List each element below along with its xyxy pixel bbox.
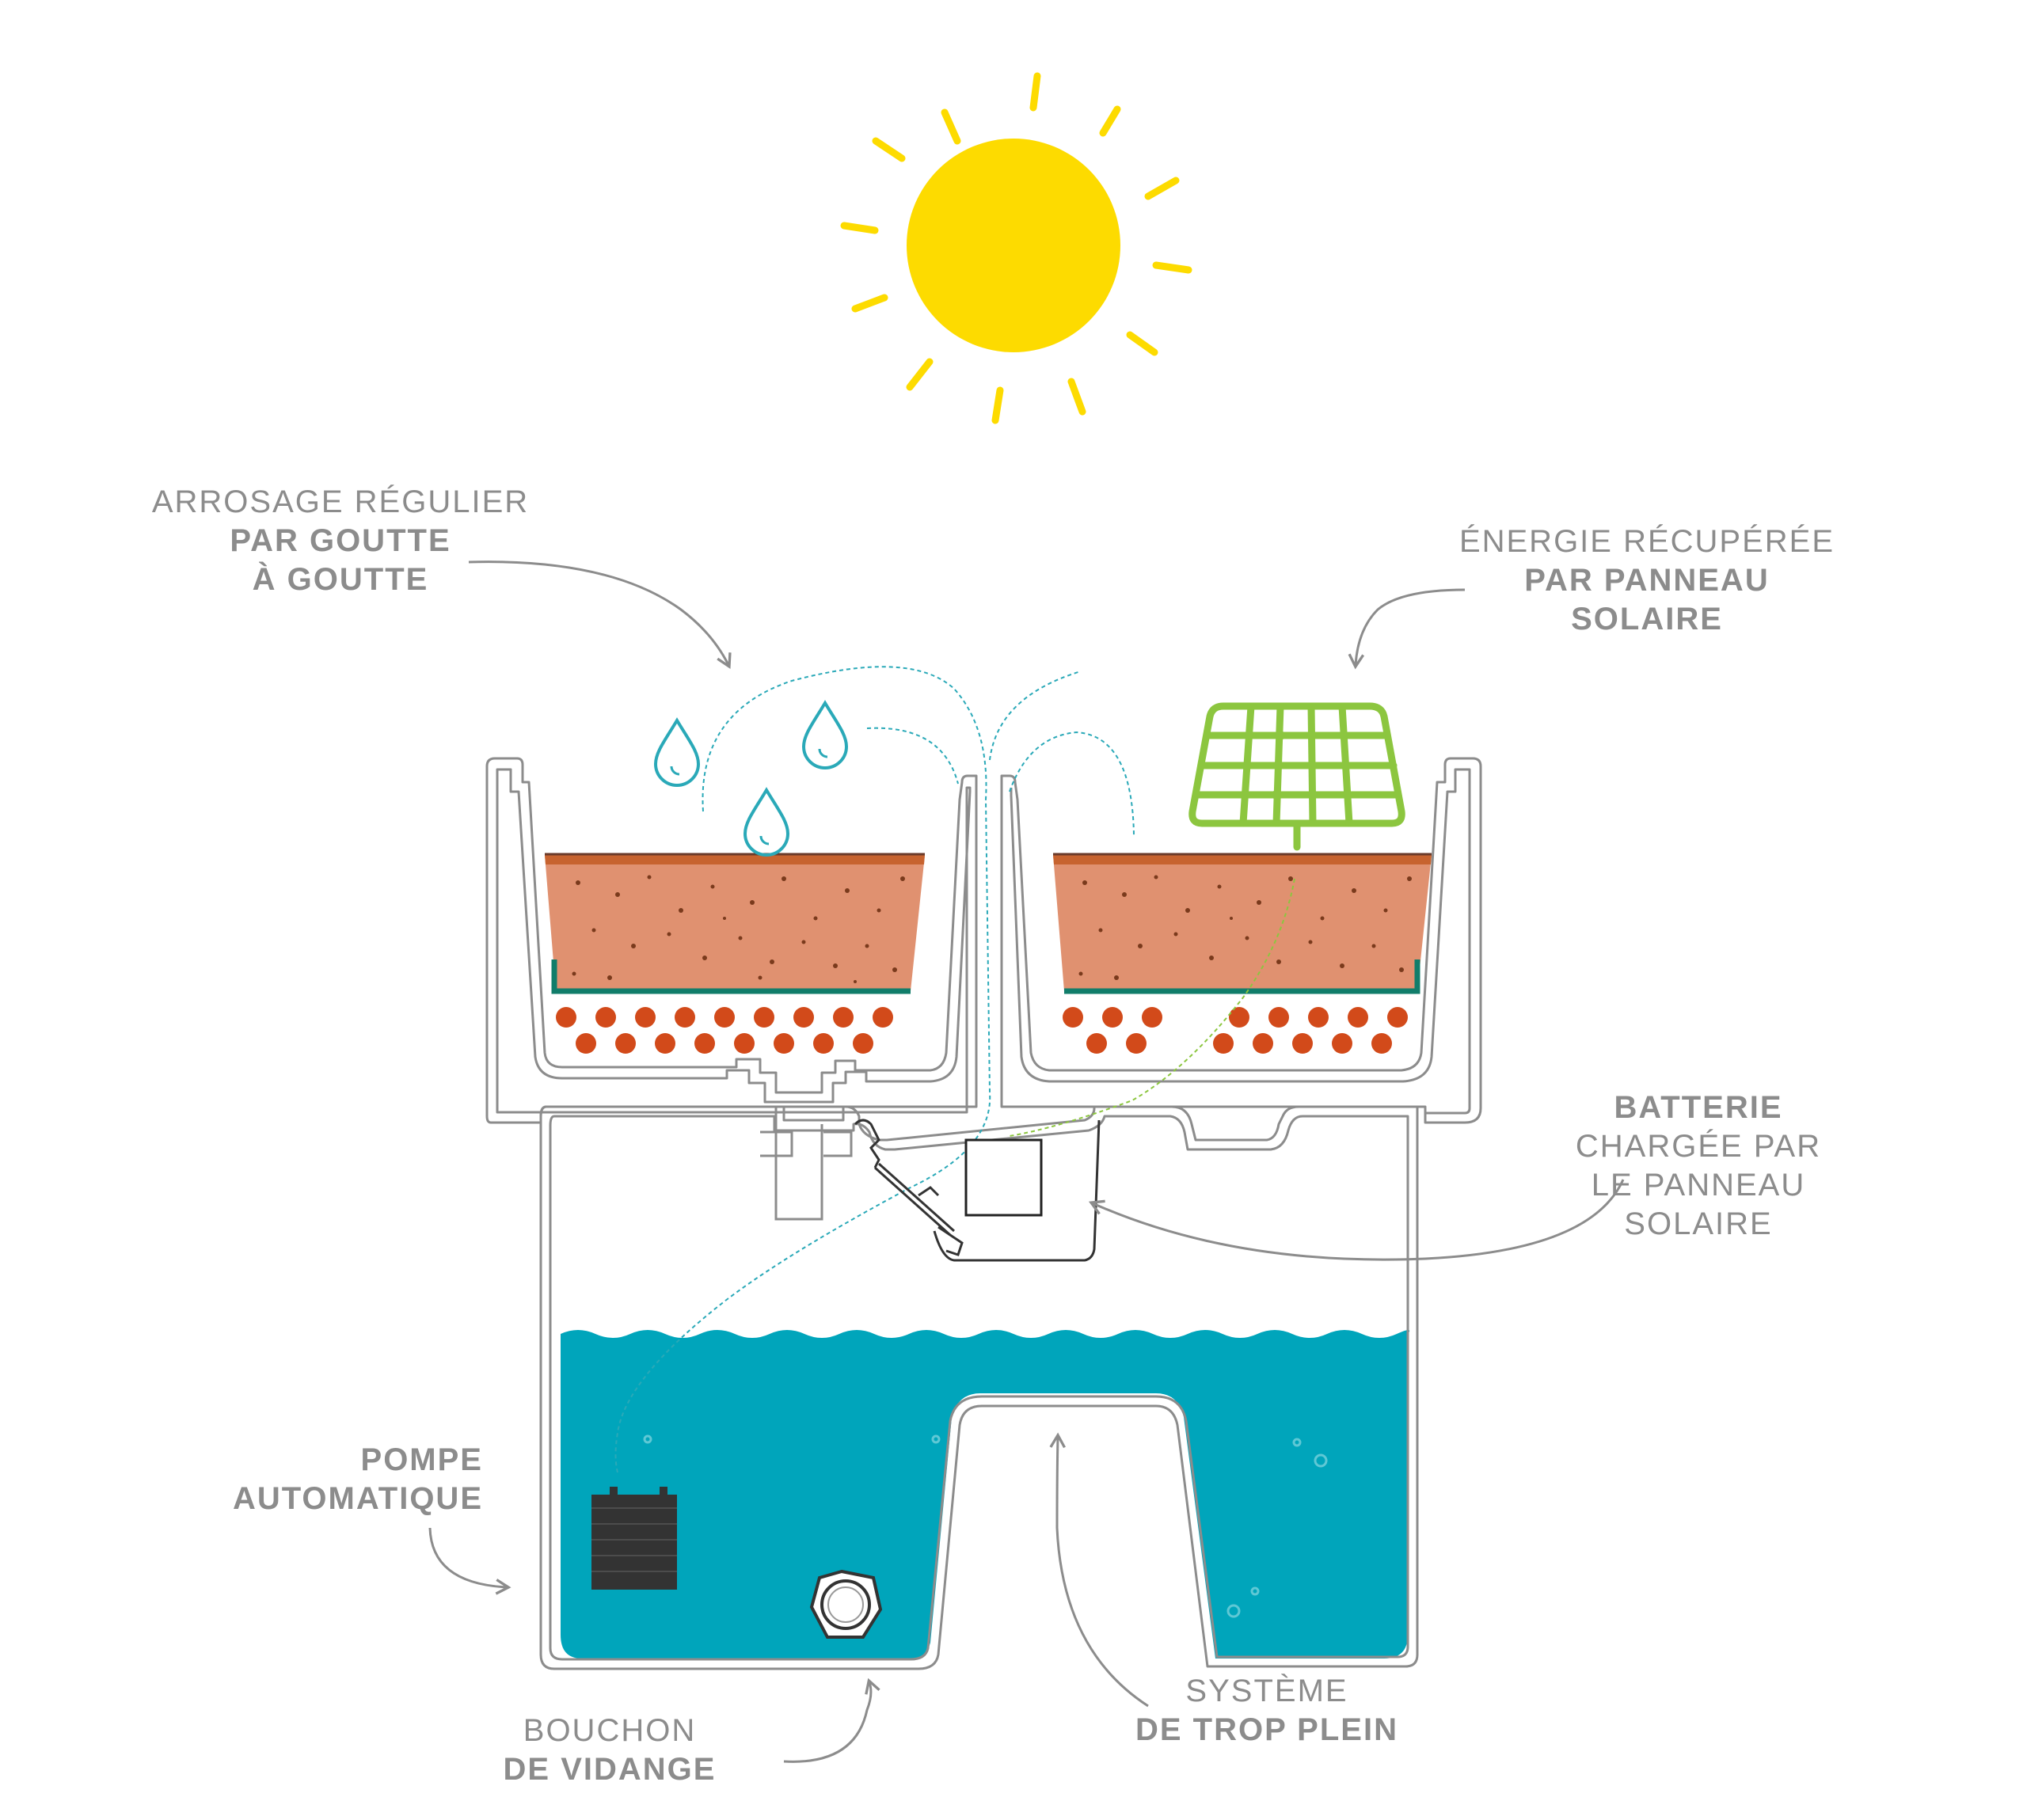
water-drop-icon-2 bbox=[801, 700, 849, 769]
label-solar-line2: PAR PANNEAU bbox=[1524, 563, 1770, 598]
right-soil-top bbox=[1053, 855, 1432, 864]
pump-icon bbox=[591, 1487, 677, 1590]
sun-icon bbox=[840, 72, 1192, 424]
annotation-arrows bbox=[428, 560, 1625, 1763]
label-battery-line4: SOLAIRE bbox=[1624, 1206, 1773, 1241]
right-soil bbox=[1053, 855, 1432, 991]
battery-wire bbox=[1009, 878, 1295, 1137]
water-reservoir bbox=[561, 1330, 1410, 1659]
sun-rays bbox=[840, 72, 1192, 424]
label-solar-line1: ÉNERGIE RÉCUPÉRÉE bbox=[1458, 524, 1835, 559]
battery-icon bbox=[964, 1138, 1043, 1217]
left-soil-layer bbox=[545, 853, 925, 991]
label-battery-line3: LE PANNEAU bbox=[1591, 1168, 1806, 1203]
drain-plug-icon bbox=[809, 1569, 883, 1639]
arrow-overflow bbox=[1049, 1432, 1149, 1708]
water-drop-icons bbox=[653, 700, 849, 857]
central-connector bbox=[760, 1107, 853, 1221]
left-planter bbox=[485, 757, 978, 1124]
label-solar-line3: SOLAIRE bbox=[1571, 602, 1723, 636]
label-solar-energy: ÉNERGIE RÉCUPÉRÉE PAR PANNEAU SOLAIRE bbox=[1449, 522, 1845, 639]
water-bubbles bbox=[643, 1434, 1328, 1618]
soil-speckles bbox=[572, 875, 1412, 983]
water-drop-icon-3 bbox=[743, 787, 790, 857]
label-pump-line1: POMPE bbox=[360, 1442, 483, 1477]
left-soil-top bbox=[545, 855, 925, 864]
label-battery: BATTERIE CHARGÉE PAR LE PANNEAU SOLAIRE bbox=[1540, 1089, 1857, 1244]
sun-disc bbox=[907, 139, 1120, 352]
label-drip-line2: PAR GOUTTE bbox=[230, 523, 451, 558]
drip-lines bbox=[614, 666, 1135, 1473]
label-pump-line2: AUTOMATIQUE bbox=[232, 1481, 483, 1516]
label-overflow-system: SYSTÈME DE TROP PLEIN bbox=[1101, 1672, 1433, 1750]
float-valve bbox=[854, 1119, 964, 1256]
solar-panel-icon bbox=[1188, 702, 1405, 851]
label-pump: POMPE AUTOMATIQUE bbox=[158, 1441, 483, 1518]
label-overflow-line1: SYSTÈME bbox=[1185, 1674, 1348, 1708]
clay-balls-right bbox=[1063, 1007, 1408, 1054]
arrow-solar bbox=[1348, 588, 1466, 670]
label-drain-line2: DE VIDANGE bbox=[503, 1752, 717, 1787]
felt-layers bbox=[551, 959, 1420, 994]
arrow-pump bbox=[428, 1527, 512, 1595]
label-drain-line1: BOUCHON bbox=[523, 1713, 697, 1748]
water-drop-icon-1 bbox=[653, 717, 701, 787]
label-drip-line3: À GOUTTE bbox=[252, 562, 429, 597]
arrow-battery bbox=[1088, 1179, 1625, 1261]
label-drip-irrigation: ARROSAGE RÉGULIER PAR GOUTTE À GOUTTE bbox=[119, 483, 562, 599]
right-planter bbox=[1000, 757, 1482, 1124]
right-soil-layer bbox=[1053, 853, 1432, 991]
label-drip-line1: ARROSAGE RÉGULIER bbox=[151, 484, 530, 519]
clay-balls-left bbox=[556, 1007, 893, 1054]
label-overflow-line2: DE TROP PLEIN bbox=[1135, 1712, 1398, 1747]
label-battery-line1: BATTERIE bbox=[1614, 1090, 1783, 1125]
left-soil bbox=[545, 855, 925, 991]
arrow-drain bbox=[783, 1678, 880, 1763]
battery-shelf bbox=[933, 1119, 1101, 1262]
arrow-drip bbox=[468, 560, 732, 669]
label-drain-plug: BOUCHON DE VIDANGE bbox=[443, 1712, 776, 1789]
label-battery-line2: CHARGÉE PAR bbox=[1575, 1129, 1822, 1164]
solar-panel-nodes bbox=[1272, 731, 1318, 800]
